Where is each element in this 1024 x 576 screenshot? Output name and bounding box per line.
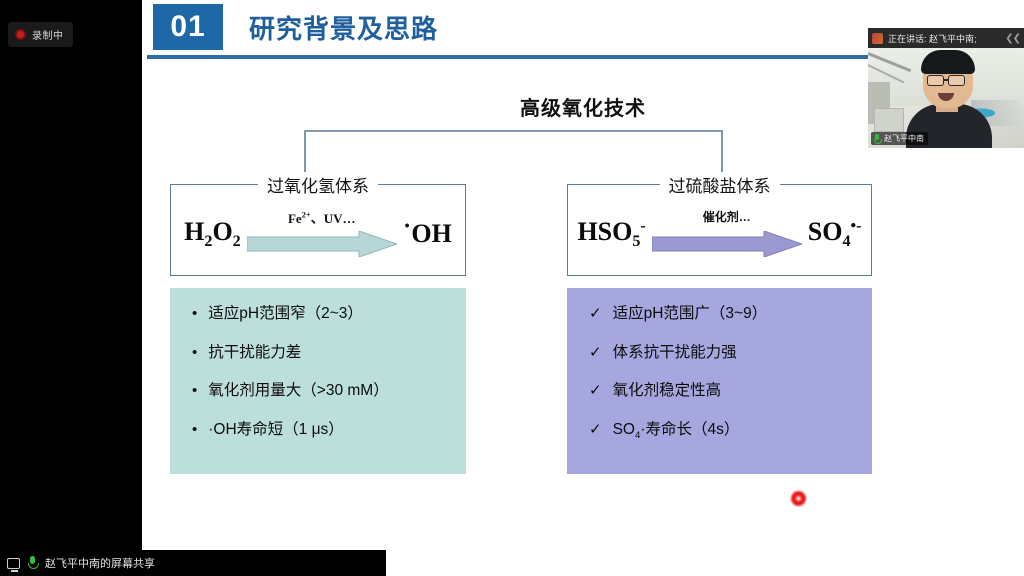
system-box-persulfate: 过硫酸盐体系 HSO5- 催化剂… SO4•- bbox=[567, 172, 872, 276]
feature-text: 氧化剂稳定性高 bbox=[612, 382, 722, 400]
participant-name-badge: 赵飞平中南 bbox=[871, 132, 928, 145]
bullet-icon: • bbox=[192, 305, 198, 322]
arrow-caption: Fe2+、UV… bbox=[287, 209, 356, 226]
bullet-icon: • bbox=[192, 420, 198, 438]
reaction-row: HSO5- 催化剂… SO4•- bbox=[568, 185, 871, 275]
list-item: ✓ 适应pH范围广（3~9） bbox=[589, 305, 872, 324]
reactant-formula: H2O2 bbox=[184, 216, 241, 251]
feature-text: SO4·寿命长（4s） bbox=[612, 420, 740, 441]
video-feed: 赵飞平中南 bbox=[868, 48, 1024, 148]
product-formula: ˙OH bbox=[402, 219, 452, 248]
feature-text: 氧化剂用量大（>30 mM） bbox=[208, 382, 389, 400]
list-item: • 适应pH范围窄（2~3） bbox=[192, 305, 466, 324]
recording-label: 录制中 bbox=[32, 31, 64, 42]
screen-share-status-bar: 赵飞平中南的屏幕共享 bbox=[0, 550, 386, 576]
list-item: ✓ 氧化剂稳定性高 bbox=[589, 382, 872, 401]
recording-indicator: 录制中 bbox=[8, 22, 73, 47]
check-icon: ✓ bbox=[589, 343, 602, 361]
section-number-badge: 01 bbox=[153, 4, 223, 50]
reactant-formula: HSO5- bbox=[577, 216, 646, 251]
laser-pointer-dot bbox=[790, 490, 807, 507]
slide-header: 01 研究背景及思路 bbox=[153, 4, 438, 50]
feature-text: 抗干扰能力差 bbox=[208, 343, 302, 361]
microphone-icon bbox=[873, 133, 882, 144]
bullet-icon: • bbox=[192, 343, 198, 361]
check-icon: ✓ bbox=[589, 382, 602, 400]
record-dot-icon bbox=[15, 29, 26, 40]
feature-box-persulfate: ✓ 适应pH范围广（3~9） ✓ 体系抗干扰能力强 ✓ 氧化剂稳定性高 ✓ SO… bbox=[567, 288, 872, 474]
check-icon: ✓ bbox=[589, 305, 602, 322]
feature-text: 适应pH范围广（3~9） bbox=[612, 305, 768, 322]
product-formula: SO4•- bbox=[807, 216, 862, 251]
participant-name: 赵飞平中南 bbox=[884, 134, 924, 143]
speaker-thumbnail-icon bbox=[872, 32, 883, 44]
eyeglasses-right-lens bbox=[948, 75, 965, 86]
air-conditioner bbox=[874, 108, 904, 132]
video-panel-header[interactable]: 正在讲话: 赵飞平中南; ❮❮ bbox=[868, 28, 1024, 48]
eyeglasses-left-lens bbox=[927, 75, 944, 86]
speaker-video-panel[interactable]: 正在讲话: 赵飞平中南; ❮❮ 赵飞平中南 bbox=[868, 28, 1024, 148]
list-item: • 氧化剂用量大（>30 mM） bbox=[192, 382, 466, 401]
list-item: ✓ 体系抗干扰能力强 bbox=[589, 344, 872, 363]
reaction-arrow-group: Fe2+、UV… bbox=[246, 209, 397, 257]
arrow-caption: 催化剂… bbox=[702, 210, 751, 224]
list-item: ✓ SO4·寿命长（4s） bbox=[589, 421, 872, 442]
check-icon: ✓ bbox=[589, 420, 602, 438]
page-title: 研究背景及思路 bbox=[249, 13, 439, 44]
eyeglasses-bridge bbox=[944, 79, 948, 81]
reaction-arrow-group: 催化剂… bbox=[651, 210, 802, 257]
main-heading: 高级氧化技术 bbox=[520, 98, 646, 120]
reaction-row: H2O2 Fe2+、UV… ˙OH bbox=[171, 185, 465, 275]
system-box-hydrogen-peroxide: 过氧化氢体系 H2O2 Fe2+、UV… ˙OH bbox=[170, 172, 466, 276]
monitor-icon bbox=[7, 557, 20, 572]
system-label: 过氧化氢体系 bbox=[258, 172, 378, 197]
block-arrow-icon bbox=[651, 231, 802, 257]
system-label: 过硫酸盐体系 bbox=[659, 172, 780, 197]
header-divider bbox=[147, 55, 1024, 59]
feature-box-hydrogen-peroxide: • 适应pH范围窄（2~3） • 抗干扰能力差 • 氧化剂用量大（>30 mM）… bbox=[170, 288, 466, 474]
person-mouth bbox=[938, 93, 954, 101]
feature-text: 体系抗干扰能力强 bbox=[612, 343, 737, 361]
feature-text: ·OH寿命短（1 μs） bbox=[208, 420, 344, 438]
bullet-icon: • bbox=[192, 382, 198, 400]
active-speaker-label: 正在讲话: 赵飞平中南; bbox=[888, 33, 977, 44]
bracket-connector-diagram bbox=[304, 130, 723, 183]
feature-text: 适应pH范围窄（2~3） bbox=[208, 305, 363, 322]
chevron-collapse-icon[interactable]: ❮❮ bbox=[1005, 32, 1021, 44]
list-item: • ·OH寿命短（1 μs） bbox=[192, 421, 466, 440]
block-arrow-icon bbox=[246, 231, 397, 257]
list-item: • 抗干扰能力差 bbox=[192, 344, 466, 363]
microphone-icon bbox=[26, 556, 39, 570]
person-hair bbox=[921, 50, 975, 74]
screen-share-label: 赵飞平中南的屏幕共享 bbox=[45, 558, 155, 570]
